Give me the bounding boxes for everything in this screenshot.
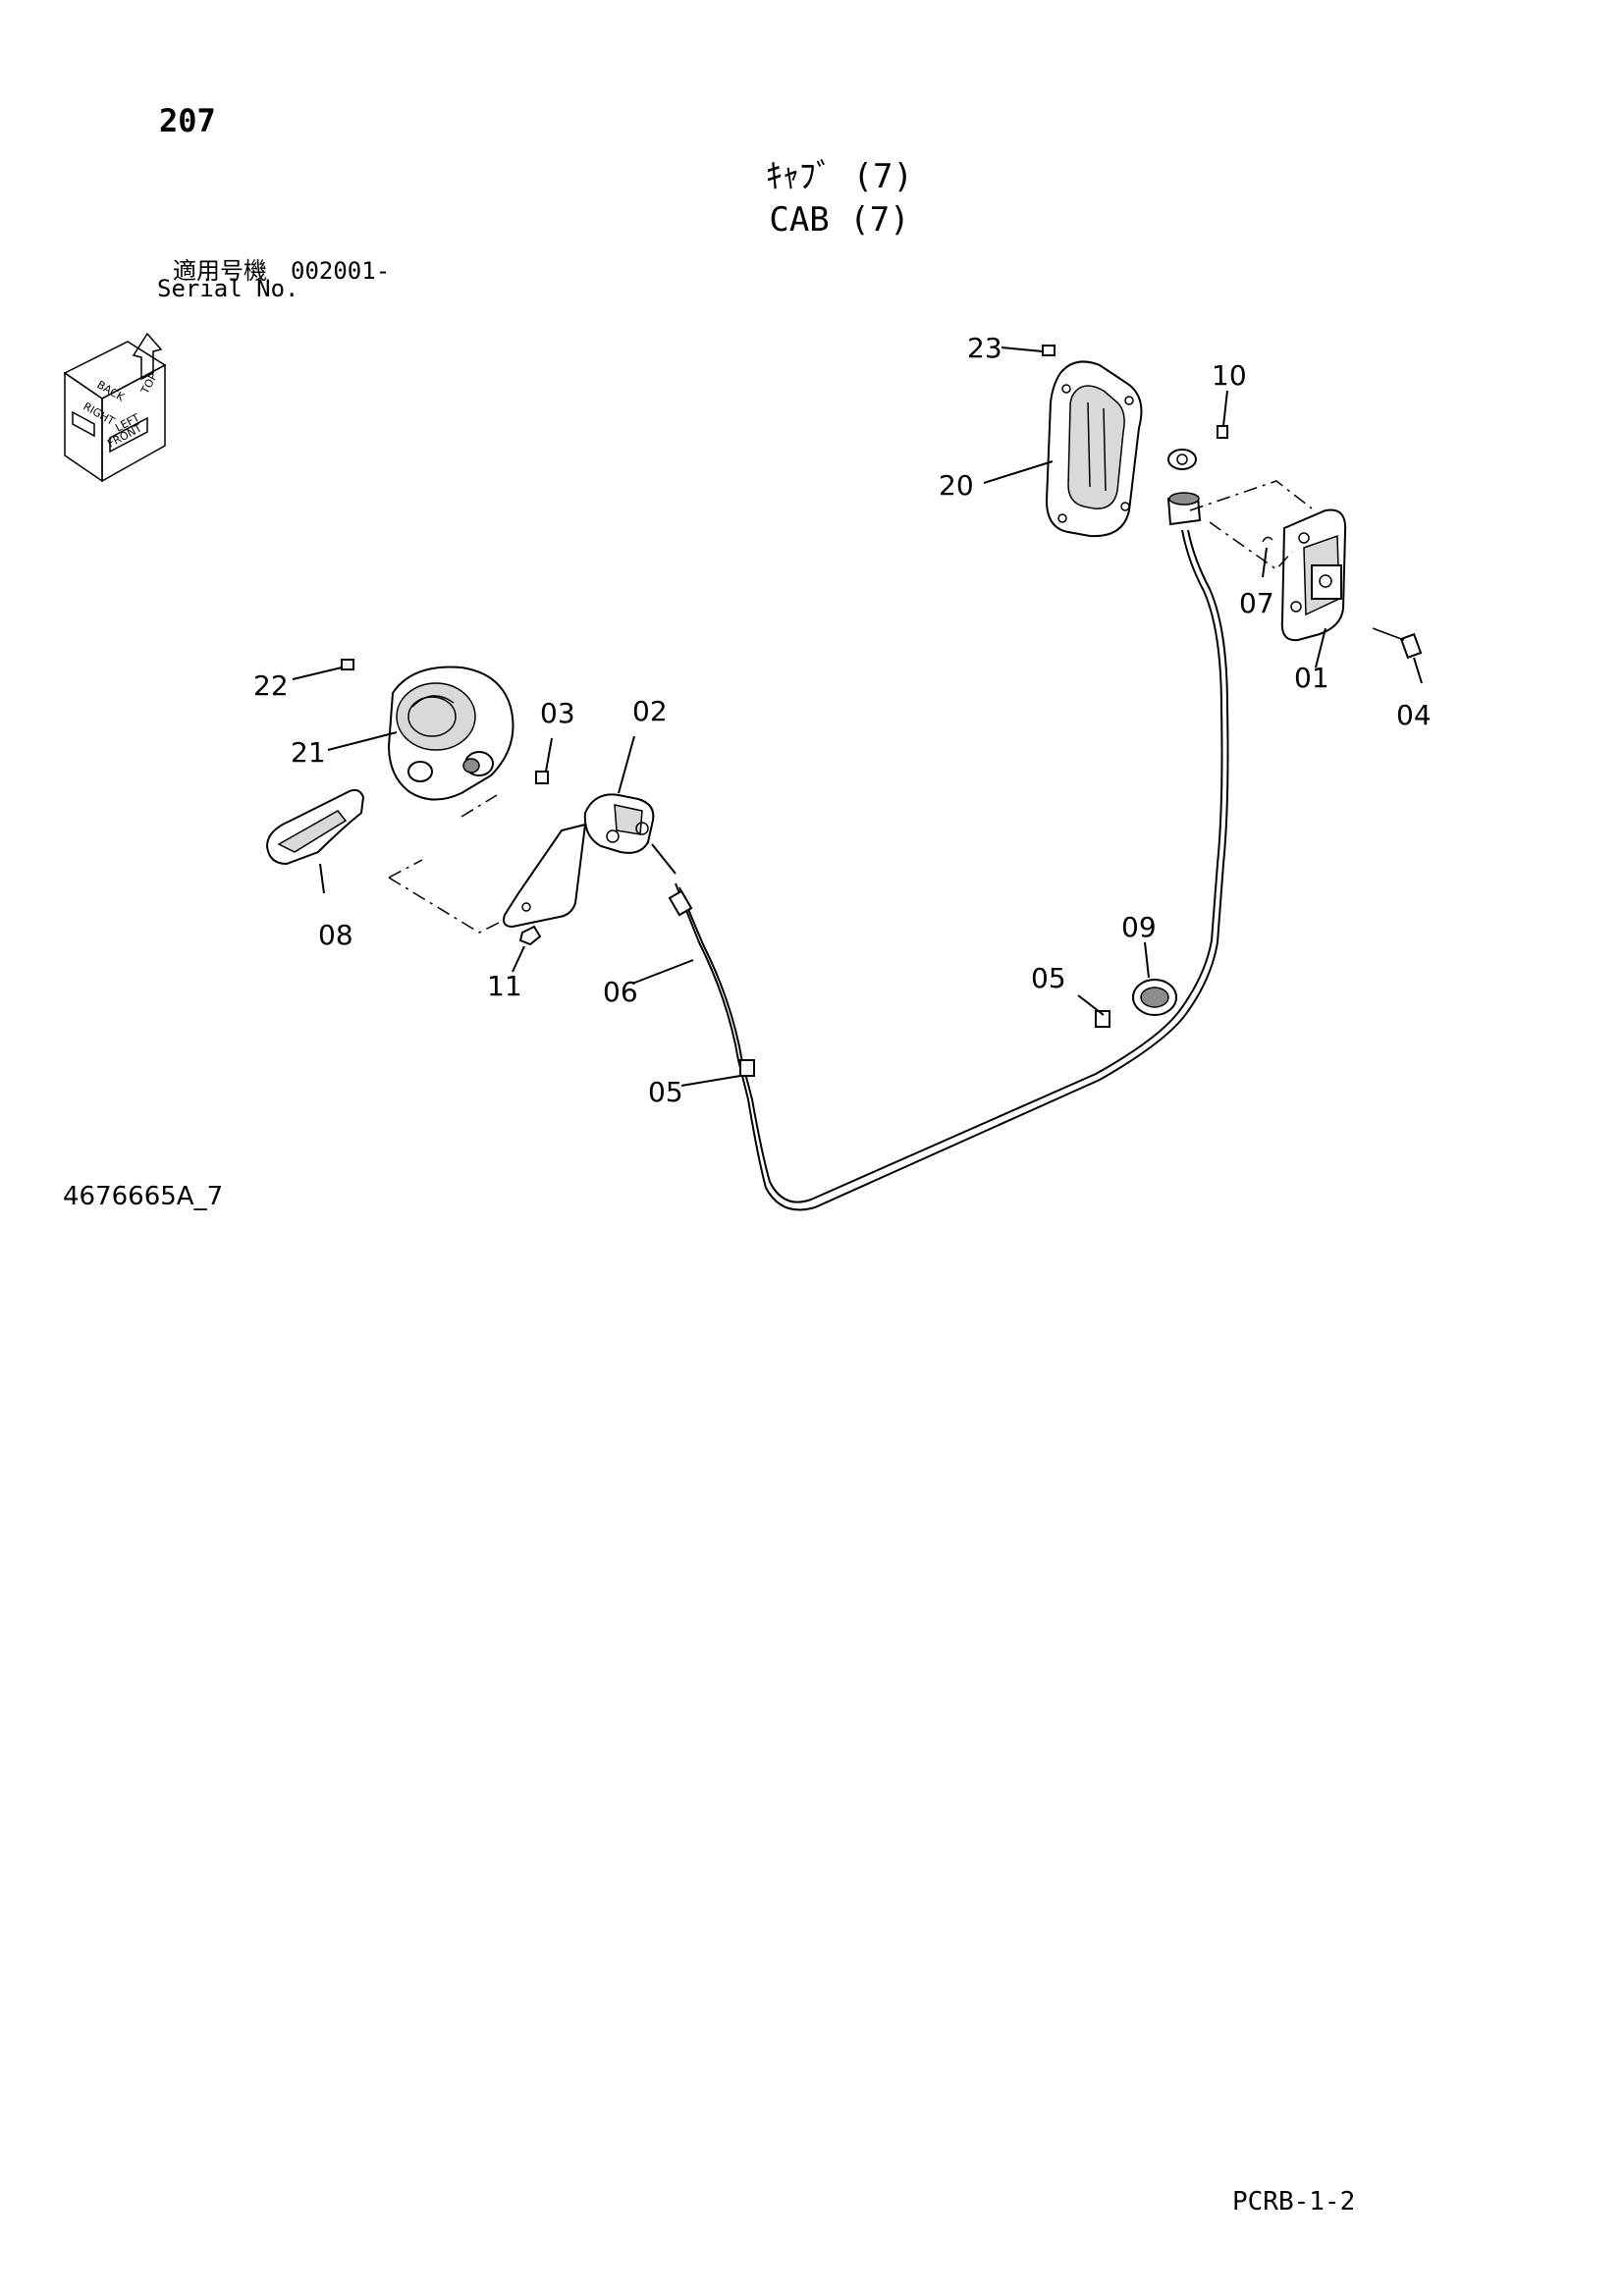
callout-23: 23 [967, 332, 1002, 364]
callout-09: 09 [1121, 911, 1157, 943]
serial-range-japanese: 適用号機 002001- [173, 257, 391, 285]
key-pin-part [1166, 390, 1273, 578]
cube-label-back: BACK [95, 378, 128, 404]
callout-11: 11 [487, 970, 522, 1002]
callout-05-lower: 05 [648, 1076, 683, 1108]
callout-04: 04 [1396, 699, 1432, 731]
page-number: 207 [159, 102, 216, 139]
cube-label-right: RIGHT [81, 400, 118, 428]
release-cable-part [631, 529, 1229, 1211]
serial-label-english: Serial No. [157, 275, 299, 302]
callout-07: 07 [1239, 587, 1274, 619]
callout-01: 01 [1294, 662, 1329, 694]
callout-08: 08 [318, 919, 353, 951]
page-title-english: CAB (7) [769, 200, 910, 240]
callout-20: 20 [939, 469, 974, 502]
callout-06: 06 [603, 976, 638, 1008]
callout-21: 21 [291, 736, 326, 769]
drawing-number: 4676665A_7 [63, 1182, 224, 1211]
page-title-japanese: ｷｬﾌﾞ (7) [766, 157, 913, 196]
handle-cover-part [265, 659, 514, 894]
callout-03: 03 [540, 697, 575, 729]
callout-22: 22 [253, 669, 289, 702]
callout-10: 10 [1212, 359, 1247, 392]
callout-05-upper: 05 [1031, 962, 1066, 994]
latch-assembly-part [1280, 508, 1423, 684]
orientation-cube-icon: TOP RIGHT FRONT BACK LEFT [63, 332, 167, 483]
callout-02: 02 [632, 695, 668, 727]
recessed-handle-plate-part [983, 345, 1143, 538]
page-code: PCRB-1-2 [1232, 2187, 1356, 2216]
release-lever-part [503, 735, 655, 973]
